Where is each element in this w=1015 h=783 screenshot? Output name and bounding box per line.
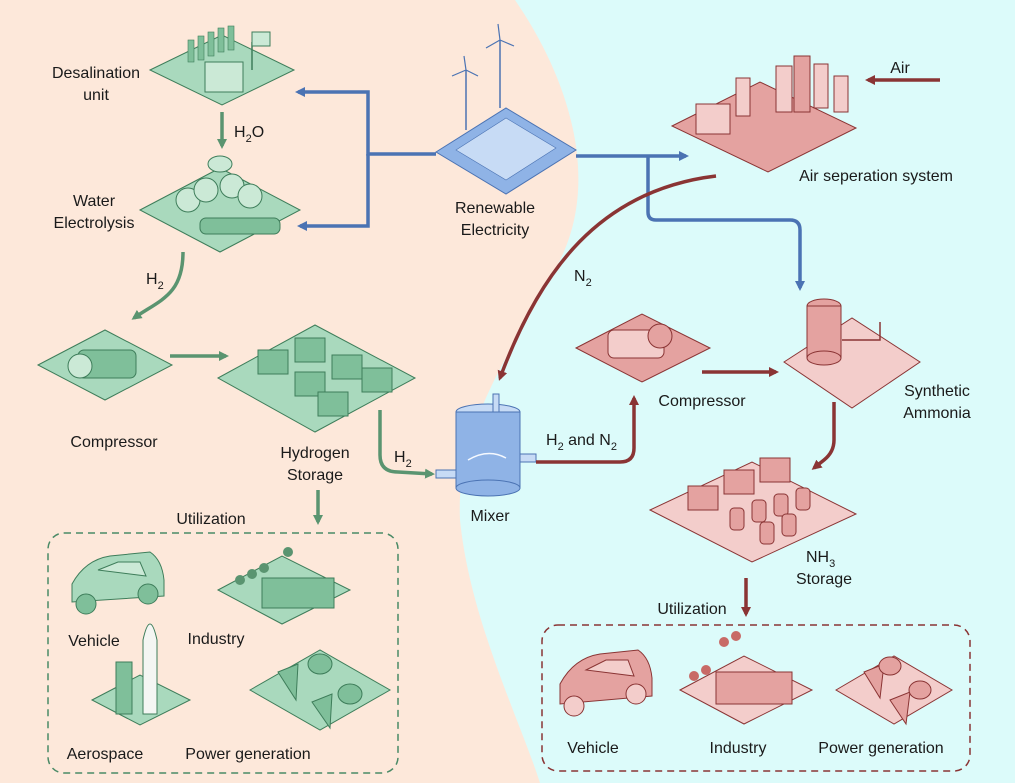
industry-right-label: Industry <box>710 740 767 757</box>
power-left-label: Power generation <box>185 746 310 763</box>
compressor-right-icon <box>574 313 712 383</box>
hydrogen-storage-icon <box>216 324 417 433</box>
h2-label-b: H2 <box>394 449 412 470</box>
arrow-synthesis-to-nh3-storage <box>811 402 836 470</box>
air-label: Air <box>890 60 910 77</box>
arrow-renewable-to-desal <box>295 87 436 156</box>
desalination-label-2: unit <box>83 87 109 104</box>
air-separation-icon <box>670 55 858 173</box>
power-right-icon <box>835 655 953 726</box>
utilization-left-label: Utilization <box>176 511 245 528</box>
hydrogen-storage-label-1: Hydrogen <box>280 445 349 462</box>
arrow-renewable-to-electrolysis <box>297 154 370 231</box>
n2-label: N2 <box>574 268 592 289</box>
industry-right-icon <box>678 631 814 725</box>
vehicle-left-label: Vehicle <box>68 633 120 650</box>
utilization-right-box <box>541 624 971 772</box>
water-electrolysis-icon <box>138 155 302 253</box>
right-background <box>459 0 1015 783</box>
desalination-unit-icon <box>148 25 296 106</box>
power-left-icon <box>248 649 392 731</box>
aerospace-icon <box>90 623 192 726</box>
utilization-right-label: Utilization <box>657 601 726 618</box>
renewable-label-2: Electricity <box>461 222 529 239</box>
utilization-left-box <box>47 532 399 774</box>
arrow-mixer-to-compressor <box>536 395 639 464</box>
water-electrolysis-label-1: Water <box>73 193 116 210</box>
compressor-left-label: Compressor <box>70 434 158 451</box>
desalination-label-1: Desalination <box>52 65 140 82</box>
arrow-electrolysis-to-compressor <box>131 251 185 320</box>
h2-and-n2-label: H2 and N2 <box>546 432 617 453</box>
nh3-label: NH3 <box>806 549 835 570</box>
arrow-hydrogen-storage-to-mixer <box>378 410 435 479</box>
synthetic-ammonia-icon <box>783 298 921 409</box>
aerospace-label: Aerospace <box>67 746 144 763</box>
arrow-airsep-to-mixer <box>497 174 717 381</box>
compressor-right-label: Compressor <box>658 393 746 410</box>
vehicle-right-icon <box>559 649 653 717</box>
nh3-storage-icon <box>648 457 858 563</box>
compressor-left-icon <box>36 329 174 401</box>
nh3-storage-label: Storage <box>796 571 852 588</box>
mixer-label: Mixer <box>470 508 510 525</box>
air-separation-label: Air seperation system <box>799 168 953 185</box>
vehicle-left-icon <box>71 551 165 615</box>
hydrogen-storage-label-2: Storage <box>287 467 343 484</box>
power-right-label: Power generation <box>818 740 943 757</box>
water-electrolysis-label-2: Electrolysis <box>54 215 135 232</box>
industry-left-label: Industry <box>188 631 245 648</box>
renewable-electricity-icon <box>435 23 577 195</box>
synthetic-ammonia-label-1: Synthetic <box>904 383 970 400</box>
industry-left-icon <box>216 547 352 625</box>
renewable-label-1: Renewable <box>455 200 535 217</box>
mixer-icon <box>435 393 537 497</box>
arrow-renewable-to-synthesis <box>646 156 805 291</box>
synthetic-ammonia-label-2: Ammonia <box>903 405 971 422</box>
vehicle-right-label: Vehicle <box>567 740 619 757</box>
h2-label-a: H2 <box>146 271 164 292</box>
h2o-label: H2O <box>234 124 264 145</box>
